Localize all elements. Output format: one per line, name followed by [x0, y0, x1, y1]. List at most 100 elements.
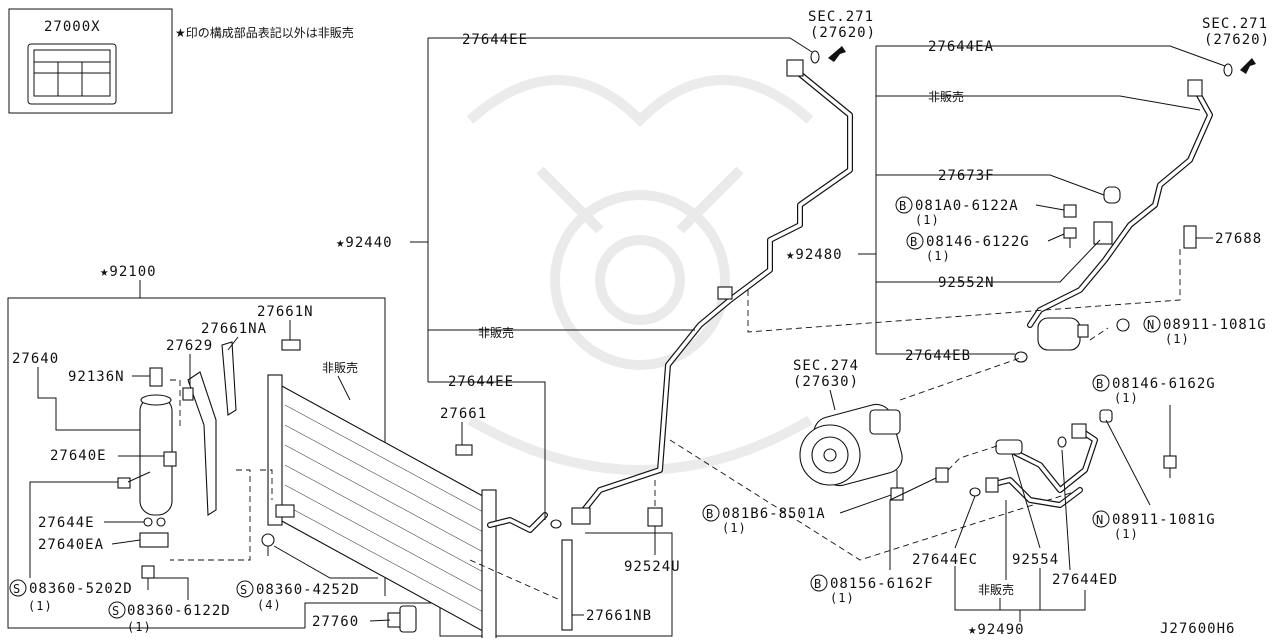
svg-text:S: S [112, 604, 120, 618]
qty-08156-6162F: (1) [830, 591, 855, 605]
diagram-code: J27600H6 [1160, 621, 1235, 637]
arrow-icon-sec271-a [828, 46, 846, 62]
o-ring-icon-27644eb [1014, 351, 1028, 363]
label-sticker-icon [27, 43, 117, 105]
fitting-bottom-92490 [985, 477, 999, 493]
o-ring-icon-27644ed [1057, 436, 1067, 448]
label-27640: 27640 [12, 351, 59, 367]
label-27644EC: 27644EC [912, 552, 978, 568]
bracket-27688 [1183, 225, 1197, 249]
qty-08360-4252D: (4) [257, 598, 282, 612]
label-08911-1081G-a: 08911-1081G [1163, 317, 1267, 333]
b-mark-08156: B [810, 574, 828, 592]
clip-27661 [455, 444, 473, 456]
svg-text:B: B [1096, 377, 1104, 391]
qty-08911-1081G-b: (1) [1114, 527, 1139, 541]
label-081A0-6122A: 081A0-6122A [915, 198, 1019, 214]
seal-27661na [221, 341, 237, 416]
qty-08360-6122D: (1) [127, 620, 152, 634]
fitting-bottom-92440 [571, 507, 591, 525]
b-mark-08146-6162g: B [1092, 374, 1110, 392]
n-mark-08911-a: N [1143, 315, 1161, 333]
qty-08146-6162G: (1) [1114, 391, 1139, 405]
label-08360-4252D: 08360-4252D [256, 582, 360, 598]
label-92524U: 92524U [624, 559, 681, 575]
sec274-ref: SEC.274 (27630) [793, 358, 859, 390]
label-27661NB: 27661NB [586, 608, 652, 624]
label-08156-6162F: 08156-6162F [830, 576, 934, 592]
b-mark-081a0: B [895, 196, 913, 214]
svg-text:B: B [706, 507, 714, 521]
bolt-icon-5202d [117, 471, 151, 489]
legend-box [8, 8, 173, 114]
cap-27673f [1103, 186, 1121, 204]
svg-text:SEC.274: SEC.274 [793, 358, 859, 374]
b-mark-081b6: B [702, 504, 720, 522]
nut-icon-08911-b [1099, 409, 1113, 423]
clip-27661n [281, 339, 301, 351]
label-not-sold-condenser: 非販売 [322, 360, 358, 375]
nut-icon-08911-a [1116, 318, 1130, 332]
label-27661N: 27661N [257, 304, 314, 320]
label-92440: ★92440 [336, 235, 393, 251]
qty-08360-5202D: (1) [28, 599, 53, 613]
clamp-92552n [1093, 221, 1113, 245]
svg-text:B: B [814, 577, 822, 591]
fitting-top-92480 [1187, 79, 1203, 97]
qty-08911-1081G-a: (1) [1165, 332, 1190, 346]
arrow-icon-sec271-b [1240, 58, 1256, 74]
label-not-sold-92440: 非販売 [478, 325, 514, 340]
b-mark-08146-6122g: B [906, 232, 924, 250]
qty-08146-6122G: (1) [926, 249, 951, 263]
sec271-ref-a: SEC.271 (27620) [808, 9, 876, 41]
label-08911-1081G-b: 08911-1081G [1112, 512, 1216, 528]
o-ring-icon-27644ee-top [810, 50, 820, 64]
svg-text:S: S [240, 583, 248, 597]
label-27644EE-top: 27644EE [462, 32, 528, 48]
bolt-icon-08156 [935, 467, 949, 483]
label-92136N: 92136N [68, 369, 125, 385]
svg-text:(27620): (27620) [1204, 32, 1270, 48]
label-27640EA: 27640EA [38, 537, 104, 553]
o-ring-icon-27644ec [969, 487, 981, 497]
label-08360-5202D: 08360-5202D [29, 581, 133, 597]
sec271-ref-b: SEC.271 (27620) [1202, 16, 1270, 48]
label-08146-6162G: 08146-6162G [1112, 376, 1216, 392]
label-not-sold-92490: 非販売 [978, 582, 1014, 597]
label-27760: 27760 [312, 614, 359, 630]
svg-text:S: S [13, 582, 21, 596]
watermark-emblem [466, 75, 814, 475]
label-081B6-8501A: 081B6-8501A [722, 506, 826, 522]
svg-text:SEC.271: SEC.271 [1202, 16, 1268, 32]
label-27640E: 27640E [50, 448, 107, 464]
bolt-icon-4252d [261, 533, 275, 556]
seal-27661nb [561, 539, 573, 631]
legend-part-no: 27000X [44, 19, 101, 35]
n-mark-08911-b: N [1092, 510, 1110, 528]
label-92490: ★92490 [968, 622, 1025, 638]
s-mark-5202d: S [9, 579, 27, 597]
label-92552N: 92552N [938, 275, 995, 291]
label-27644E: 27644E [38, 515, 95, 531]
clip-27629 [182, 387, 194, 401]
availability-note: ★印の構成部品表記以外は非販売 [175, 25, 354, 40]
o-ring-icon-27644e-b [156, 517, 166, 527]
svg-text:(27620): (27620) [810, 25, 876, 41]
bolt-icon-08146-6162g [1163, 455, 1177, 478]
svg-text:N: N [1096, 513, 1104, 527]
label-27629: 27629 [166, 338, 213, 354]
bolt-icon-08146-6122g [1063, 227, 1077, 248]
fitting-top-92440 [786, 59, 804, 77]
bolt-icon-081b6 [890, 470, 904, 501]
clip-92524u [647, 507, 663, 527]
svg-text:B: B [910, 235, 918, 249]
label-27661: 27661 [440, 406, 487, 422]
fitting-92554 [995, 439, 1023, 455]
o-ring-icon-27644ea [1223, 63, 1233, 77]
label-27644EA: 27644EA [928, 39, 994, 55]
compressor-sec274 [799, 403, 903, 487]
label-27644ED: 27644ED [1052, 572, 1118, 588]
muffler-92480 [1037, 317, 1089, 351]
s-mark-4252d: S [236, 580, 254, 598]
sensor-27760 [387, 605, 417, 633]
